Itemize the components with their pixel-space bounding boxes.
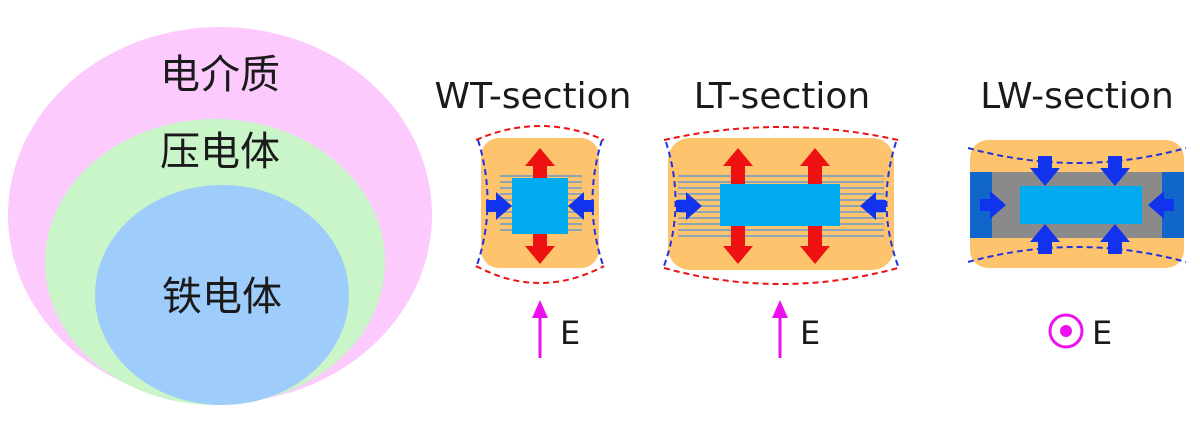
lt-compress-arrow-right (676, 192, 702, 220)
lt-field-indicator: E (772, 300, 820, 358)
lw-field-indicator: E (1048, 313, 1112, 352)
piezoelectric-label: 压电体 (160, 129, 280, 175)
lt-expand-arrow-up-left (723, 148, 753, 184)
wt-section-title: WT-section (435, 76, 632, 117)
lt-section-diagram (663, 126, 899, 285)
lt-dashed-deform-blue (663, 141, 899, 267)
lt-compress-arrow-left (860, 192, 886, 220)
ferroelectric-label: 铁电体 (162, 274, 282, 320)
venn-diagram: 电介质 压电体 铁电体 (8, 27, 432, 405)
dielectric-label: 电介质 (160, 52, 280, 98)
wt-expand-arrow-down (525, 234, 555, 264)
lt-section-title: LT-section (694, 76, 870, 117)
lt-expand-arrow-down-right (800, 226, 830, 264)
wt-dashed-deform-red (475, 125, 605, 284)
lt-field-label: E (800, 314, 820, 352)
lt-dashed-deform-red (663, 126, 899, 285)
lt-expand-arrow-up-right (800, 148, 830, 184)
lw-compress-arrow-right (980, 191, 1006, 219)
lw-dashed-deform-blue (967, 147, 1187, 263)
lw-section-title: LW-section (980, 76, 1174, 117)
ferroelectric-circle (95, 185, 349, 405)
lw-compress-arrow-left (1148, 191, 1174, 219)
dot-in-circle-icon (1048, 313, 1084, 349)
lw-compress-arrow-up-left (1030, 224, 1060, 254)
lt-expand-arrow-down-left (723, 226, 753, 264)
arrow-up-icon (772, 300, 788, 358)
lw-compress-arrow-down-right (1100, 156, 1130, 186)
wt-field-indicator: E (532, 300, 580, 358)
lt-inner-electrode (720, 184, 840, 226)
wt-compress-arrow-left (568, 192, 594, 220)
wt-expand-arrow-up (525, 148, 555, 178)
wt-section-diagram (475, 125, 605, 284)
lw-section-diagram (967, 140, 1187, 268)
lw-compress-arrow-up-right (1100, 224, 1130, 254)
wt-field-label: E (560, 314, 580, 352)
wt-inner-electrode (512, 178, 568, 234)
lw-field-label: E (1092, 314, 1112, 352)
wt-compress-arrow-right (486, 192, 512, 220)
lw-compress-arrow-down-left (1030, 156, 1060, 186)
arrow-up-icon (532, 300, 548, 358)
lw-inner-electrode (1020, 186, 1142, 224)
